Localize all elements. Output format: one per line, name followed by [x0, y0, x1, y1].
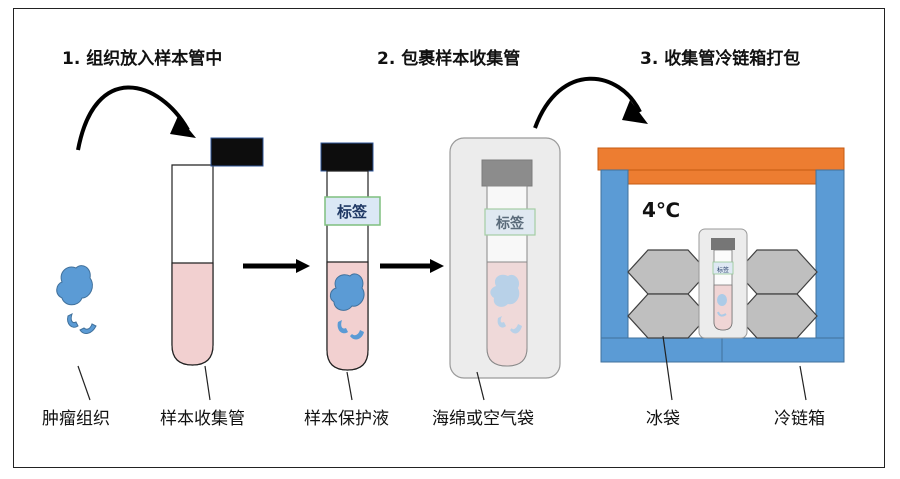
tube-with-tissue — [320, 142, 374, 371]
box-right-wall — [815, 169, 845, 363]
step-1-title: 1. 组织放入样本管中 — [62, 49, 223, 69]
packed-tube — [711, 238, 735, 331]
wrapped-tube — [481, 159, 536, 367]
ice-pack-3 — [736, 249, 818, 295]
wrapped-tube-tag-text: 标签 — [495, 215, 525, 232]
tube-2-tag-text: 标签 — [336, 203, 368, 221]
box-lid-inner — [627, 169, 817, 185]
straight-arrow-1-head — [296, 259, 310, 273]
tumor-tissue — [56, 265, 97, 334]
tube-2-tag — [324, 196, 381, 226]
box-left-wall — [600, 169, 629, 363]
label-sponge-air-bag: 海绵或空气袋 — [432, 409, 534, 429]
label-protective-fluid: 样本保护液 — [304, 409, 389, 429]
tube-2-cap — [320, 142, 374, 172]
label-tumor-tissue: 肿瘤组织 — [42, 409, 110, 429]
curved-arrow-1-head — [170, 116, 196, 138]
ice-packs — [627, 249, 818, 339]
tube-empty — [171, 137, 264, 366]
label-sample-tube: 样本收集管 — [160, 409, 245, 429]
tube-1-cap — [210, 137, 264, 167]
step-2-title: 2. 包裹样本收集管 — [377, 49, 521, 69]
curved-arrow-2-head — [622, 100, 648, 124]
ice-pack-1 — [627, 249, 709, 295]
straight-arrow-2-head — [430, 259, 444, 273]
cold-chain-box — [597, 147, 845, 363]
ice-pack-4 — [736, 293, 818, 339]
ice-pack-2 — [627, 293, 709, 339]
box-lid — [597, 147, 845, 171]
leader-lines — [77, 335, 807, 401]
label-cold-chain-box: 冷链箱 — [774, 409, 825, 429]
label-ice-pack: 冰袋 — [646, 409, 680, 429]
curved-arrow-2 — [533, 76, 642, 129]
curved-arrow-1 — [76, 85, 190, 151]
temperature-label: 4℃ — [642, 198, 680, 222]
diagram-frame — [13, 8, 885, 468]
step-3-title: 3. 收集管冷链箱打包 — [640, 49, 801, 69]
packed-tube-tag-text: 标签 — [717, 266, 729, 274]
